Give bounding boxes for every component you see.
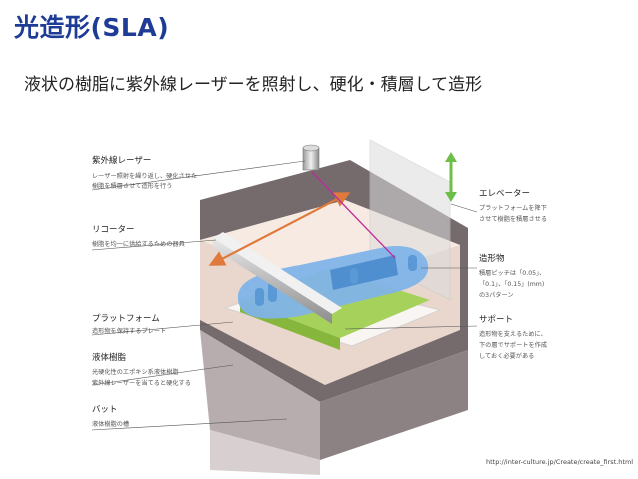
svg-text:紫外線レーザーを当てると硬化する: 紫外線レーザーを当てると硬化する bbox=[92, 379, 191, 387]
label-vat: バット 液体樹脂の槽 bbox=[92, 405, 129, 428]
svg-text:紫外線レーザー: 紫外線レーザー bbox=[92, 155, 151, 166]
label-resin: 液体樹脂 光硬化性のエポキシ系液体樹脂 紫外線レーザーを当てると硬化する bbox=[92, 352, 191, 387]
svg-text:「0.1」、「0.15」(mm): 「0.1」、「0.15」(mm) bbox=[479, 281, 544, 288]
svg-text:しておく必要がある: しておく必要がある bbox=[479, 352, 534, 360]
svg-text:液体樹脂: 液体樹脂 bbox=[92, 352, 127, 363]
svg-text:下の層でサポートを作成: 下の層でサポートを作成 bbox=[479, 341, 547, 349]
svg-text:光硬化性のエポキシ系液体樹脂: 光硬化性のエポキシ系液体樹脂 bbox=[92, 368, 179, 376]
svg-text:バット: バット bbox=[92, 405, 118, 415]
svg-text:積層ピッチは「0.05」、: 積層ピッチは「0.05」、 bbox=[479, 269, 545, 277]
svg-text:させて樹脂を積層させる: させて樹脂を積層させる bbox=[479, 215, 547, 223]
label-support: サポート 造形物を支えるために、 下の層でサポートを作成 しておく必要がある bbox=[479, 315, 547, 360]
label-model: 造形物 積層ピッチは「0.05」、 「0.1」、「0.15」(mm) の3パター… bbox=[479, 253, 545, 299]
svg-text:エレベーター: エレベーター bbox=[479, 189, 530, 199]
label-platform: プラットフォーム 造形物を保持するプレート bbox=[92, 314, 166, 335]
svg-text:樹脂を均一に供給するための器具: 樹脂を均一に供給するための器具 bbox=[92, 240, 185, 248]
svg-text:レーザー照射を繰り返し、硬化させた: レーザー照射を繰り返し、硬化させた bbox=[92, 172, 197, 180]
label-elevator: エレベーター プラットフォームを降下 させて樹脂を積層させる bbox=[479, 189, 547, 223]
svg-text:の3パターン: の3パターン bbox=[479, 291, 514, 299]
svg-text:造形物: 造形物 bbox=[479, 253, 505, 264]
svg-text:造形物を保持するプレート: 造形物を保持するプレート bbox=[92, 327, 166, 335]
elevator-arrow bbox=[445, 152, 457, 202]
svg-text:プラットフォームを降下: プラットフォームを降下 bbox=[479, 204, 547, 212]
label-recoater: リコーター 樹脂を均一に供給するための器具 bbox=[92, 225, 185, 248]
svg-text:プラットフォーム: プラットフォーム bbox=[92, 314, 160, 324]
svg-text:サポート: サポート bbox=[479, 315, 513, 325]
source-url: http://inter-culture.jp/Create/create_fi… bbox=[486, 458, 633, 466]
svg-text:リコーター: リコーター bbox=[92, 225, 135, 235]
svg-text:造形物を支えるために、: 造形物を支えるために、 bbox=[479, 330, 547, 338]
laser-source bbox=[303, 145, 319, 170]
label-laser: 紫外線レーザー レーザー照射を繰り返し、硬化させた 樹脂を積層させて造形を行う bbox=[92, 155, 197, 190]
svg-text:液体樹脂の槽: 液体樹脂の槽 bbox=[92, 420, 129, 428]
svg-text:樹脂を積層させて造形を行う: 樹脂を積層させて造形を行う bbox=[92, 182, 172, 190]
